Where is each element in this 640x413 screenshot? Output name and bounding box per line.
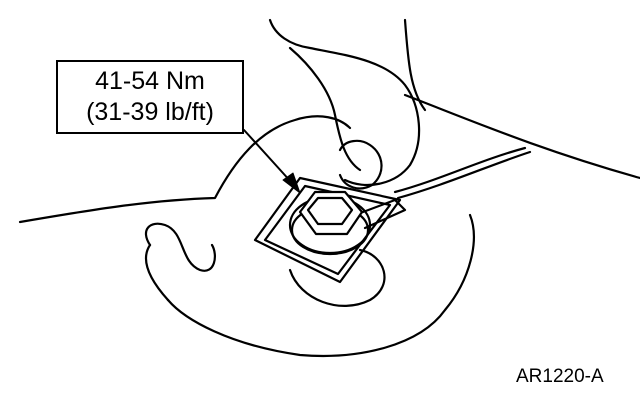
panel-flange <box>144 222 216 272</box>
panel-flange-inner <box>145 243 170 302</box>
upper-bracket-inner <box>288 46 362 172</box>
bolt-head-face <box>306 196 354 226</box>
lower-slot <box>288 248 386 307</box>
body-panel-lower-edge <box>166 213 475 357</box>
figure-code: AR1220-A <box>516 366 604 387</box>
torque-nm: 41-54 Nm <box>95 67 205 95</box>
plate-tab <box>353 198 407 230</box>
hook <box>338 139 383 190</box>
cable-2 <box>396 150 532 200</box>
callout-arrowhead <box>282 172 301 194</box>
cable <box>393 146 527 194</box>
body-panel-outline <box>18 115 352 224</box>
cross-member <box>403 93 640 180</box>
callout-leader <box>243 129 293 184</box>
torque-callout: 41-54 Nm (31-39 lb/ft) <box>56 60 244 134</box>
upper-bracket <box>268 18 421 187</box>
torque-lbft: (31-39 lb/ft) <box>86 98 214 126</box>
mounting-plate <box>253 176 402 284</box>
mounting-plate-inner <box>263 184 392 276</box>
upper-bracket-right <box>403 18 427 112</box>
